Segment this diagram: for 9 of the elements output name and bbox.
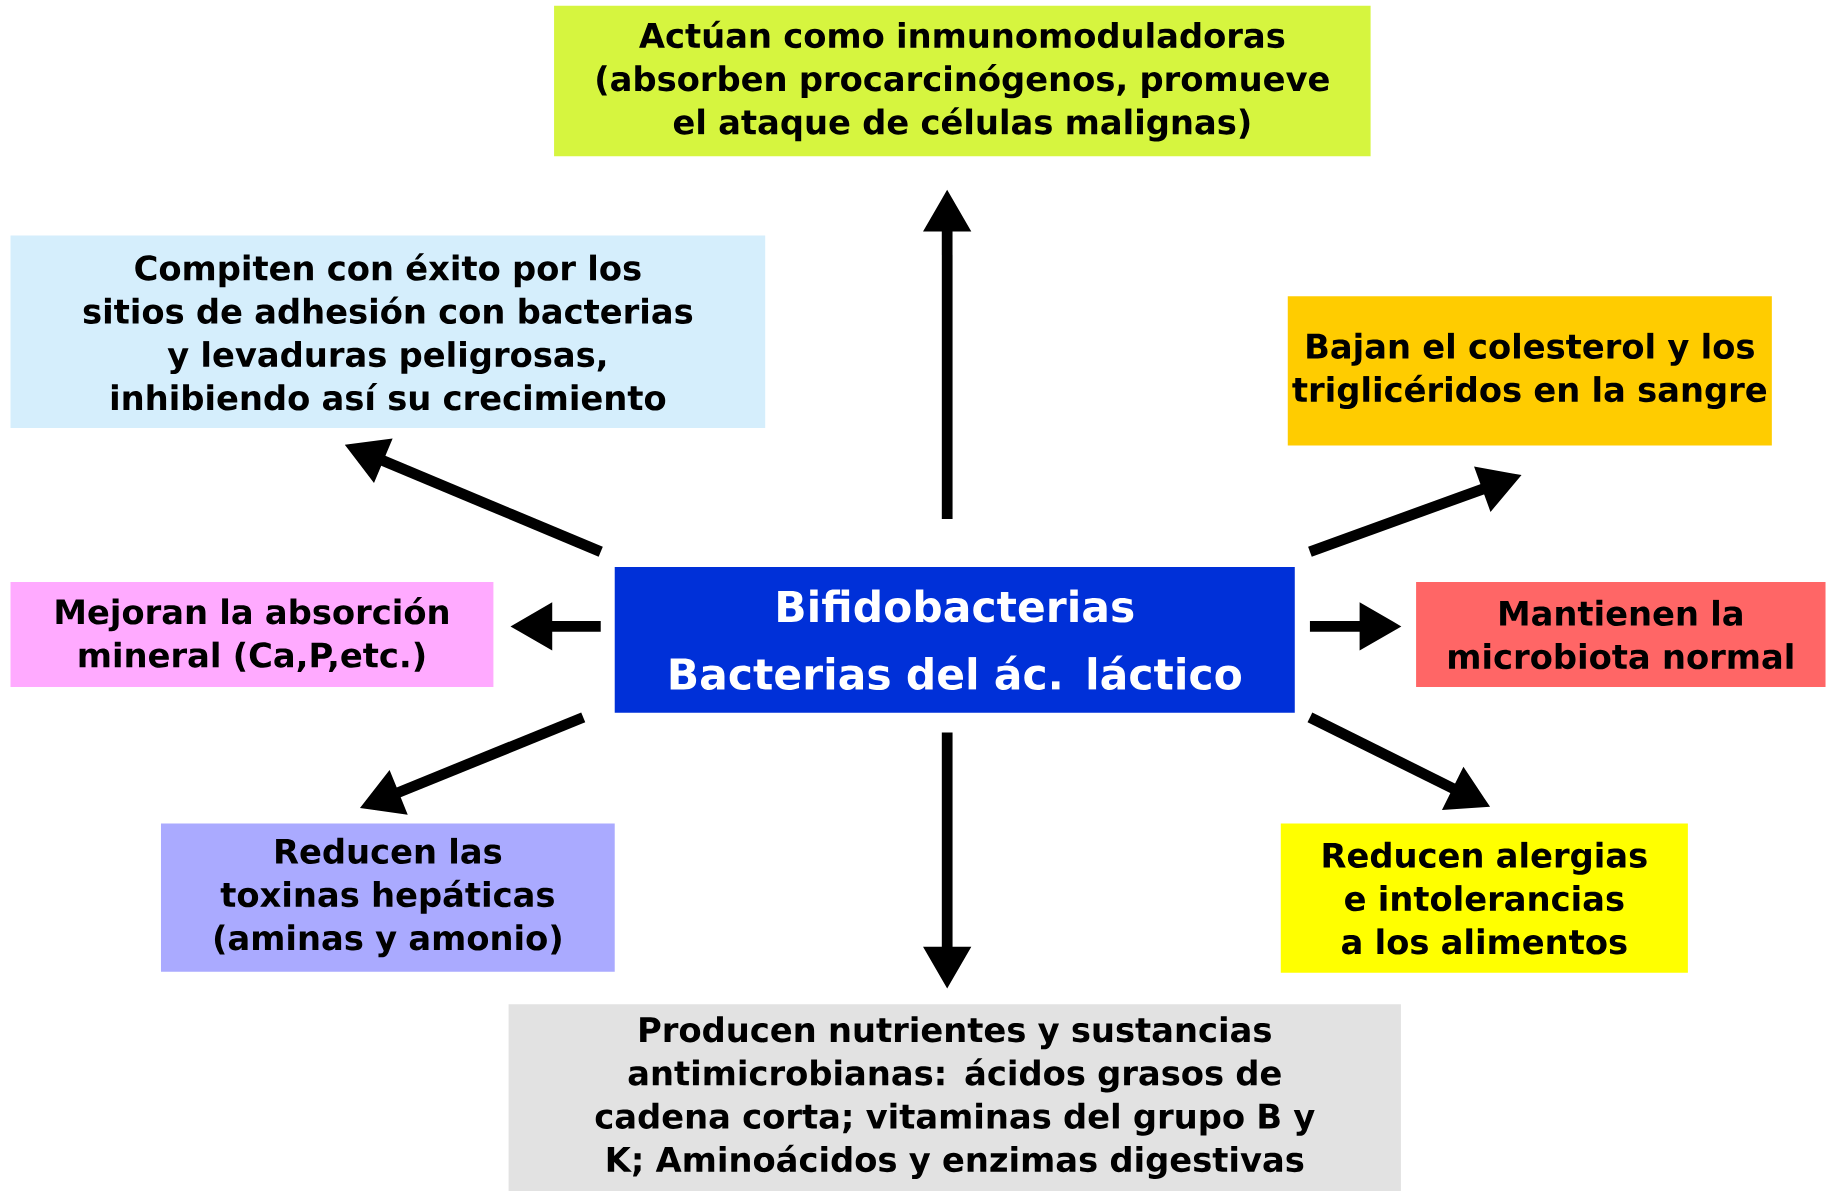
effect-box: Actúan como inmunomoduladoras (absorben procarcinógenos, promueve el ataque de células malignas)	[554, 5, 1371, 157]
effect-box: Mantienen la microbiota normal	[1416, 581, 1826, 687]
effect-box: Reducen las toxinas hepáticas (aminas y amonio)	[161, 823, 615, 972]
effect-box: Bajan el colesterol y los triglicéridos en la sangre	[1287, 296, 1772, 446]
effect-box: Compiten con éxito por los sitios de adhesión con bacterias y levaduras peligrosas, inhibiendo así su crecimiento	[10, 235, 766, 428]
center-box: Bifidobacterias Bacterias del ác. láctico	[614, 566, 1295, 713]
effect-box: Producen nutrientes y sustancias antimicrobianas: ácidos grasos de cadena corta; vitaminas del grupo B y K; Aminoácidos y enzimas digestivas	[508, 1004, 1401, 1191]
effect-box: Reducen alergias e intolerancias a los alimentos	[1280, 823, 1688, 973]
effect-box: Mejoran la absorción mineral (Ca,P,etc.)	[10, 581, 494, 687]
